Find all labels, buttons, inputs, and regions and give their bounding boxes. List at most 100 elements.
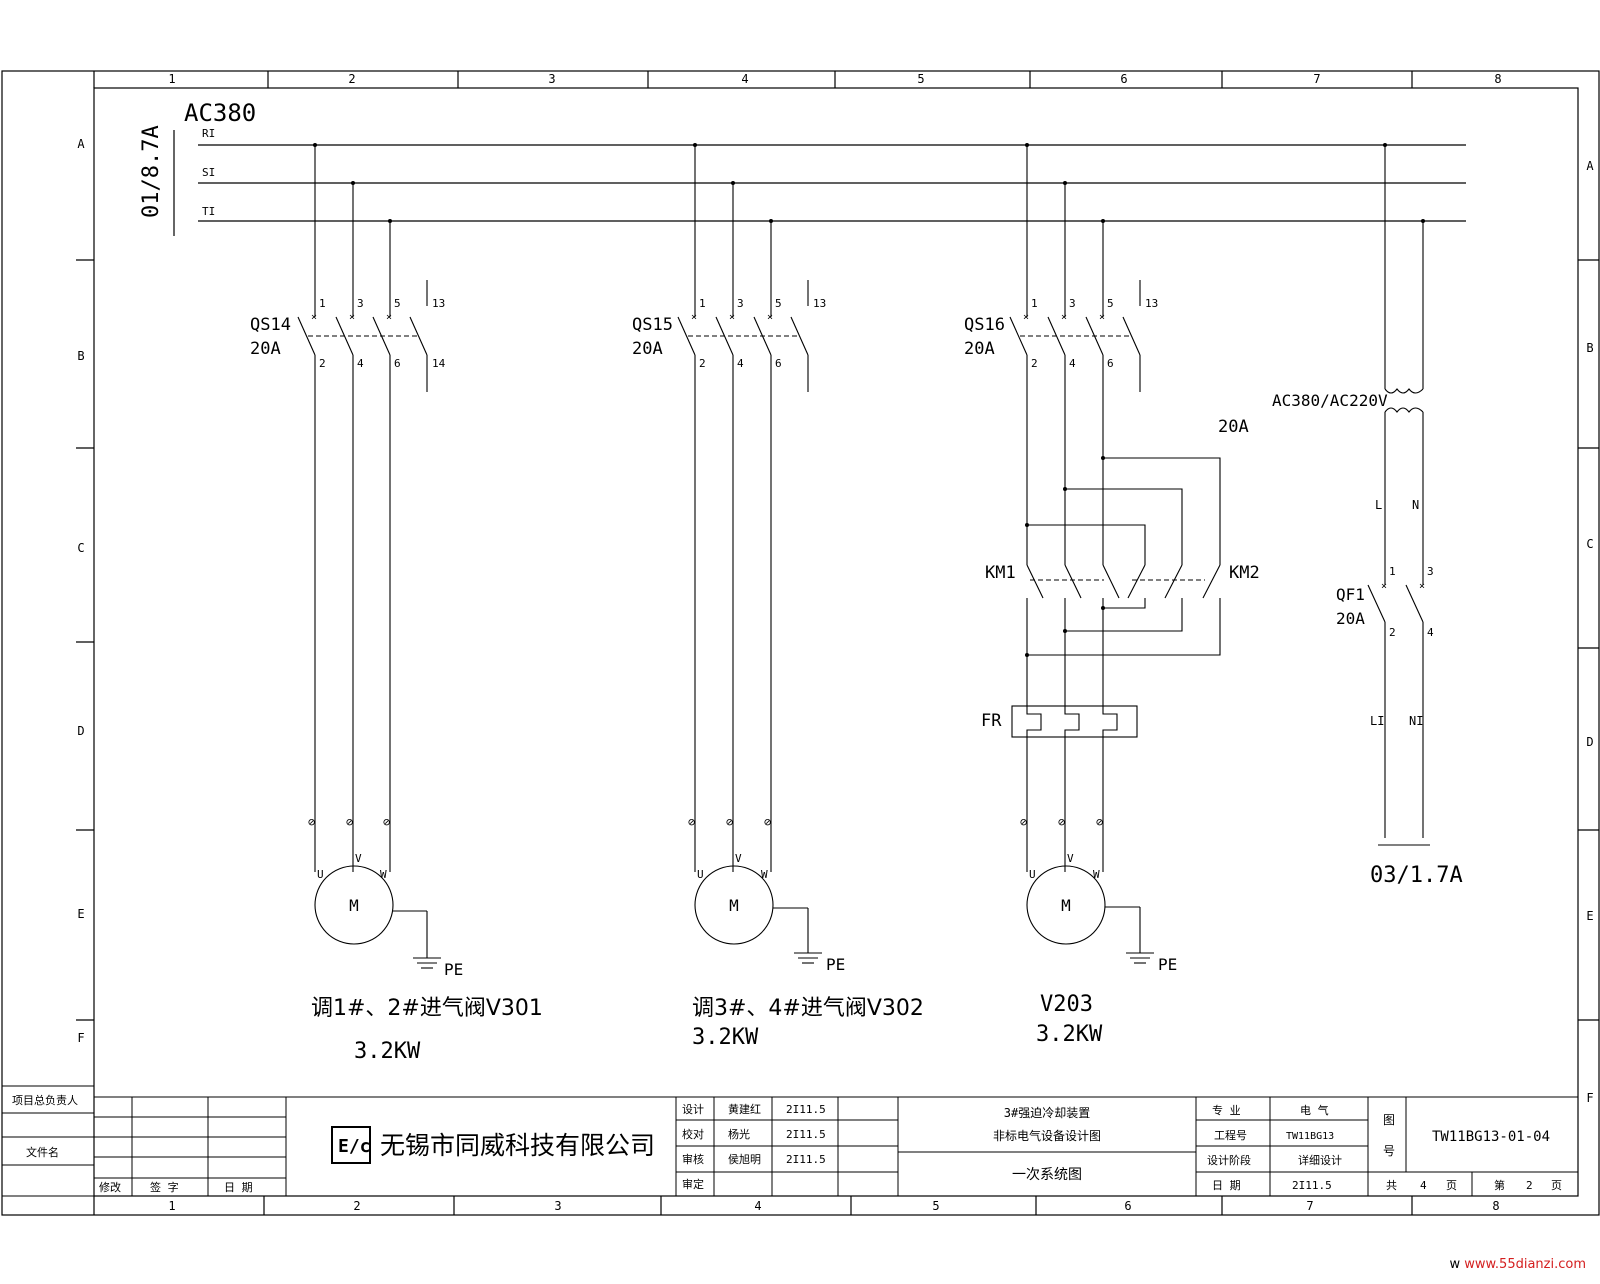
qf1-top-3: 3 [1427, 565, 1434, 578]
svg-text:⊘: ⊘ [1020, 815, 1027, 829]
sheet-frame [1, 70, 1600, 1216]
branch-1-motor-u: U [317, 868, 324, 881]
branch-1-rating: 20A [250, 339, 281, 359]
col-top-2: 2 [348, 72, 355, 86]
branch-2-name: 调3#、4#进气阀V302 [692, 996, 924, 1021]
col-top-8: 8 [1494, 72, 1501, 86]
svg-text:⊘: ⊘ [764, 815, 771, 829]
col-top-4: 4 [741, 72, 748, 86]
project-lead-label: 项目总负责人 [12, 1093, 78, 1107]
title-block-grid [1, 1085, 1578, 1197]
svg-text:⊘: ⊘ [688, 815, 695, 829]
branch-2-top-5: 5 [775, 297, 782, 310]
branch-1-bottom-2: 2 [319, 357, 326, 370]
qf1-bottom-2: 2 [1389, 626, 1396, 639]
branch-1-name: 调1#、2#进气阀V301 [311, 996, 543, 1021]
control-supply-wiring [1367, 145, 1430, 846]
branch-1-motor-w: W [380, 868, 387, 881]
meta-label-1: 专 业 [1212, 1103, 1241, 1117]
branch-2-power: 3.2KW [692, 1025, 759, 1050]
branch-3-top-13: 13 [1145, 297, 1158, 310]
branch-2-ground: PE [826, 955, 845, 974]
rev-header-sign: 签 字 [150, 1180, 179, 1194]
meta-value-1: 电 气 [1300, 1103, 1329, 1117]
branch-3-junctions [1025, 143, 1105, 657]
row-left-d: D [77, 724, 84, 738]
phase-s-label: SI [202, 166, 215, 179]
branch-2-terminals-x: × × × ⊘ ⊘ ⊘ [688, 312, 773, 829]
branch-2-rating: 20A [632, 339, 663, 359]
branch-3-fr: FR [981, 711, 1002, 731]
svg-text:⊘: ⊘ [383, 815, 390, 829]
col-bottom-5: 5 [932, 1199, 939, 1213]
svg-text:×: × [691, 312, 697, 323]
meta-label-4: 日 期 [1212, 1179, 1241, 1192]
row-left-a: A [77, 137, 85, 151]
row-right-f: F [1586, 1091, 1593, 1105]
out-li-label: LI [1370, 714, 1384, 728]
svg-text:×: × [729, 312, 735, 323]
drawing-no-value: TW11BG13-01-04 [1432, 1129, 1550, 1145]
branch-3-terminals-x: ××× ⊘⊘⊘ [1020, 312, 1105, 829]
file-name-label: 文件名 [26, 1145, 59, 1159]
out-ni-label: NI [1409, 714, 1423, 728]
rev-header-modify: 修改 [99, 1180, 121, 1194]
supply-cable: 01/8.7A [139, 125, 164, 218]
branch-2-motor-v: V [735, 852, 742, 865]
project-line-2: 非标电气设备设计图 [993, 1128, 1101, 1143]
company-logo [331, 1126, 371, 1164]
supply-voltage: AC380 [184, 99, 256, 127]
signoff-date-2: 2I11.5 [786, 1128, 826, 1141]
line-l-label: L [1375, 498, 1382, 512]
qf1-label: QF1 [1336, 585, 1365, 604]
svg-text:×: × [1061, 312, 1067, 323]
row-right-c: C [1586, 537, 1593, 551]
branch-2-top-13: 13 [813, 297, 826, 310]
svg-text:⊘: ⊘ [1096, 815, 1103, 829]
branch-2-wiring [677, 145, 822, 964]
branch-2-motor-u: U [697, 868, 704, 881]
branch-3-power: 3.2KW [1036, 1022, 1103, 1047]
pages-total-unit: 页 [1446, 1179, 1457, 1192]
row-right-e: E [1586, 909, 1593, 923]
branch-2-bottom-4: 4 [737, 357, 744, 370]
drawing-no-label-top: 图 [1383, 1113, 1395, 1127]
signoff-name-1: 黄建红 [728, 1102, 761, 1116]
svg-text:×: × [767, 312, 773, 323]
col-bottom-8: 8 [1492, 1199, 1499, 1213]
col-top-7: 7 [1313, 72, 1320, 86]
signoff-role-2: 校对 [682, 1127, 704, 1141]
branch-3-top-5: 5 [1107, 297, 1114, 310]
svg-text:×: × [1023, 312, 1029, 323]
meta-value-2: TW11BG13 [1286, 1131, 1334, 1142]
control-supply-terminals-x: ×× [1381, 581, 1425, 592]
branch-1-motor: M [349, 896, 359, 915]
col-bottom-1: 1 [168, 1199, 175, 1213]
branch-2-bottom-6: 6 [775, 357, 782, 370]
svg-text:×: × [1419, 581, 1425, 592]
branch-3-bottom-2: 2 [1031, 357, 1038, 370]
row-right-a: A [1586, 159, 1594, 173]
branch-2-bottom-2: 2 [699, 357, 706, 370]
row-left-b: B [77, 349, 84, 363]
branch-1-top-13: 13 [432, 297, 445, 310]
branch-2-switch: QS15 [632, 315, 673, 335]
branch-3-top-3: 3 [1069, 297, 1076, 310]
signoff-role-1: 设计 [682, 1103, 704, 1116]
branch-3-motor-v: V [1067, 852, 1074, 865]
col-top-6: 6 [1120, 72, 1127, 86]
branch-3-bottom-4: 4 [1069, 357, 1076, 370]
svg-text:⊘: ⊘ [726, 815, 733, 829]
watermark-site: www.55dianzi.com [1464, 1257, 1586, 1272]
col-top-3: 3 [548, 72, 555, 86]
branch-1-ground: PE [444, 960, 463, 979]
drawing-title: 一次系统图 [1012, 1167, 1082, 1183]
branch-2-junctions [693, 143, 773, 223]
col-bottom-3: 3 [554, 1199, 561, 1213]
svg-text:×: × [311, 312, 317, 323]
col-top-1: 1 [168, 72, 175, 86]
svg-text:×: × [1099, 312, 1105, 323]
svg-text:×: × [349, 312, 355, 323]
branch-2-top-3: 3 [737, 297, 744, 310]
watermark-prefix: w [1449, 1257, 1461, 1272]
